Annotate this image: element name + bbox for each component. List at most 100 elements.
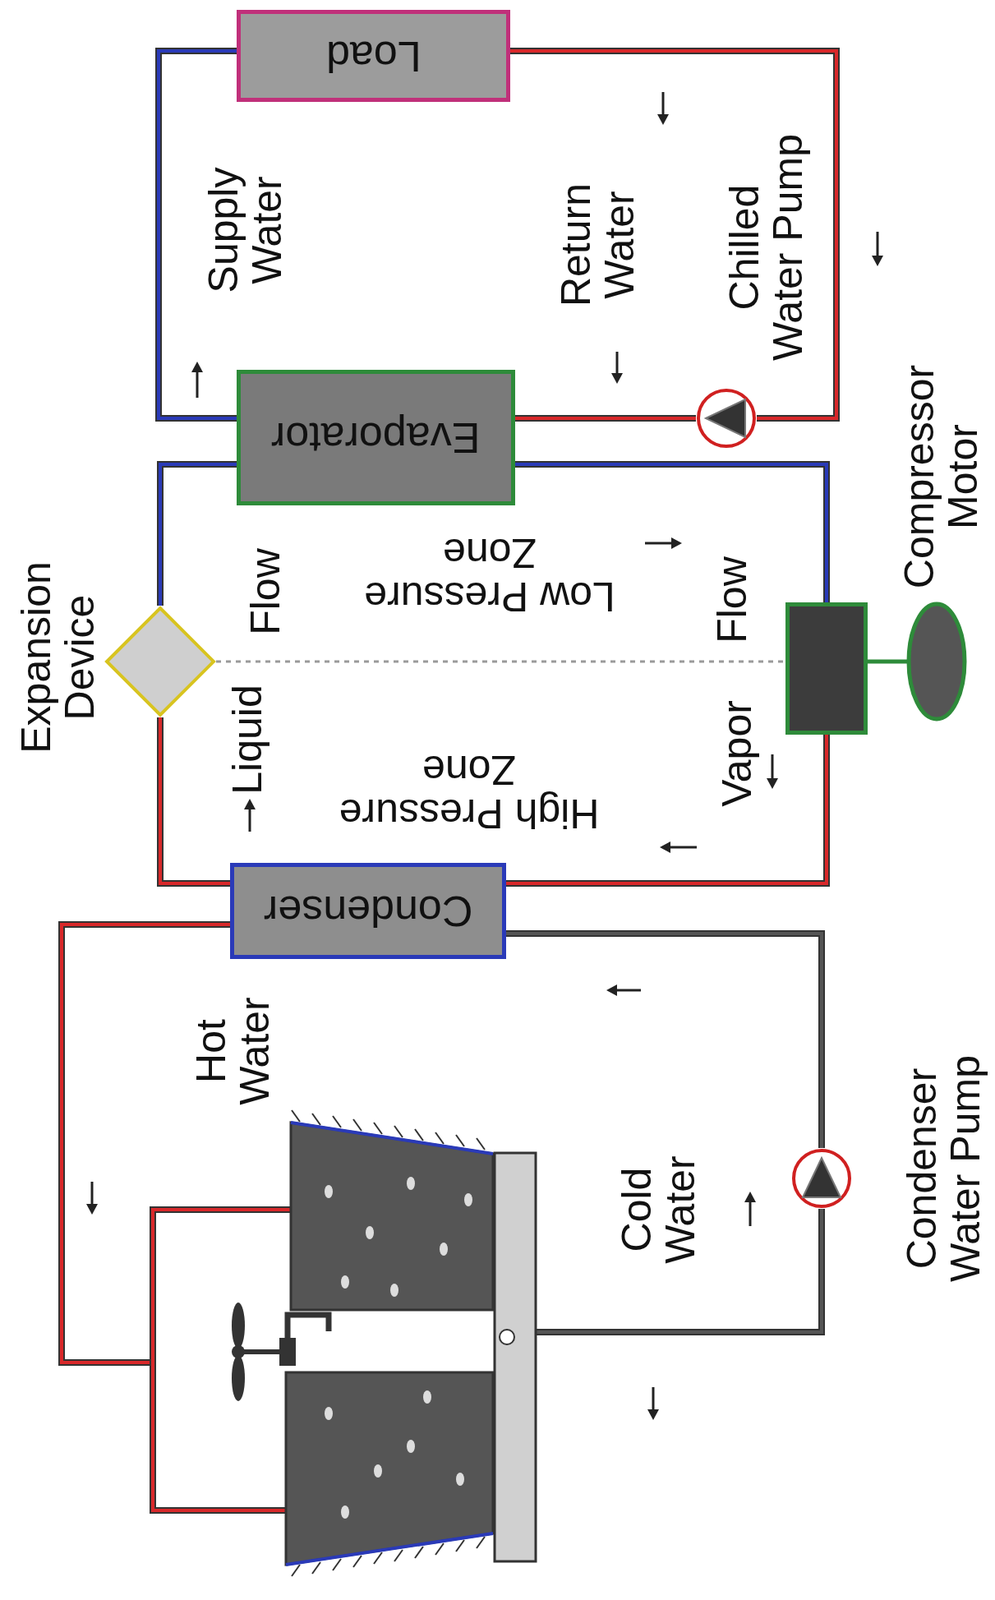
flow-label: Hot Water [189, 989, 277, 1113]
arrow-head [671, 537, 682, 549]
pipe-color [160, 464, 237, 606]
hatch [394, 1125, 403, 1138]
node-label: Condenser Water Pump [900, 1045, 987, 1292]
pipe-core [506, 933, 822, 1148]
pipe-connector [506, 933, 822, 1148]
hatch [312, 1561, 321, 1574]
water-droplets [324, 1176, 473, 1519]
hatch [394, 1549, 403, 1562]
pump-impeller [802, 1157, 841, 1198]
evaporator-box: Evaporator [236, 369, 516, 506]
arrow-head [659, 841, 671, 853]
hatch [456, 1539, 465, 1552]
pipe-core [160, 717, 231, 884]
pipe-color [506, 933, 822, 1148]
flow-arrow [662, 92, 665, 116]
hatch [414, 1546, 424, 1558]
hatch [332, 1558, 341, 1571]
node-label: Load [326, 33, 422, 79]
pipe-color [160, 717, 231, 884]
flow-arrow [644, 542, 673, 545]
flow-arrow [196, 371, 199, 398]
fan-shaft [238, 1349, 284, 1355]
droplet [324, 1184, 333, 1198]
tower-fan [231, 1302, 329, 1401]
node-label: Expansion Device [14, 554, 102, 761]
flow-arrow [876, 231, 880, 257]
diamond-outline [104, 605, 217, 718]
pump-outline [695, 387, 757, 449]
flow-label: Return Water [554, 175, 641, 315]
flow-arrow [771, 754, 774, 779]
motor-shaft [867, 659, 909, 664]
flow-label: Liquid [225, 673, 270, 806]
flow-arrow [616, 351, 619, 374]
pipe-color [152, 1209, 291, 1511]
droplet [340, 1275, 350, 1289]
flow-arrows [86, 92, 884, 1420]
fill-block [290, 1122, 493, 1310]
fan-motor-arm [287, 1314, 329, 1338]
pump-outline [791, 1147, 853, 1209]
droplet [324, 1406, 333, 1420]
pipe-connector [160, 717, 231, 884]
pipe-color [510, 50, 837, 419]
flow-label: Flow [244, 538, 288, 645]
pipe-core [160, 464, 237, 606]
flow-label: Supply Water [202, 160, 289, 300]
hatch [312, 1113, 321, 1125]
zone-label: High Pressure Zone [329, 748, 609, 835]
basin-outlet [499, 1329, 515, 1345]
flow-arrow [669, 846, 697, 849]
droplet [390, 1283, 399, 1297]
arrow-head [606, 984, 618, 996]
arrow-head [744, 1191, 756, 1203]
fill-block [285, 1372, 493, 1565]
node-label: Evaporator [271, 414, 480, 461]
zone-label: Low Pressure Zone [354, 531, 626, 618]
diamond-shape [106, 608, 214, 715]
droplet [340, 1505, 350, 1519]
droplet [406, 1439, 415, 1453]
tower-basin [494, 1152, 536, 1562]
arrow-head [871, 255, 884, 267]
pipe-color [515, 416, 696, 420]
node-label: Condenser [263, 888, 473, 934]
motor-symbol [908, 603, 965, 719]
hatch [353, 1555, 362, 1567]
pipe-core [510, 50, 837, 419]
arrow-head [657, 114, 669, 125]
fan-blade [231, 1354, 245, 1401]
droplet [456, 1472, 465, 1486]
flow-arrow [248, 808, 252, 832]
fan-gearbox [279, 1337, 296, 1366]
hatch [456, 1134, 465, 1147]
condenser-box: Condenser [230, 862, 507, 959]
arrow-head [611, 373, 623, 384]
pipe-connector [510, 50, 837, 419]
hatch [291, 1110, 300, 1122]
fan-blade [231, 1302, 245, 1349]
droplet [464, 1193, 473, 1207]
flow-label: Flow [710, 546, 755, 654]
cooling-tower [231, 1110, 536, 1576]
hatch [414, 1128, 424, 1141]
flow-arrow [91, 1181, 94, 1205]
droplet [365, 1225, 374, 1240]
pipe-connector [515, 418, 696, 420]
arrow-head [244, 798, 256, 810]
pipe-core [61, 924, 231, 1363]
pressure-divider [216, 660, 786, 664]
droplet [423, 1390, 432, 1404]
droplet [439, 1242, 448, 1256]
arrow-head [191, 361, 203, 373]
pump-symbol: Chilled Water Pump [695, 387, 757, 449]
hatch [373, 1122, 383, 1134]
droplet [406, 1176, 415, 1190]
arrow-head [86, 1203, 98, 1215]
flow-label: Vapor [715, 687, 760, 820]
node-label: Chilled Water Pump [723, 128, 810, 367]
expansion-valve-diamond: Expansion Device [104, 605, 217, 718]
pump-casing [698, 390, 755, 447]
